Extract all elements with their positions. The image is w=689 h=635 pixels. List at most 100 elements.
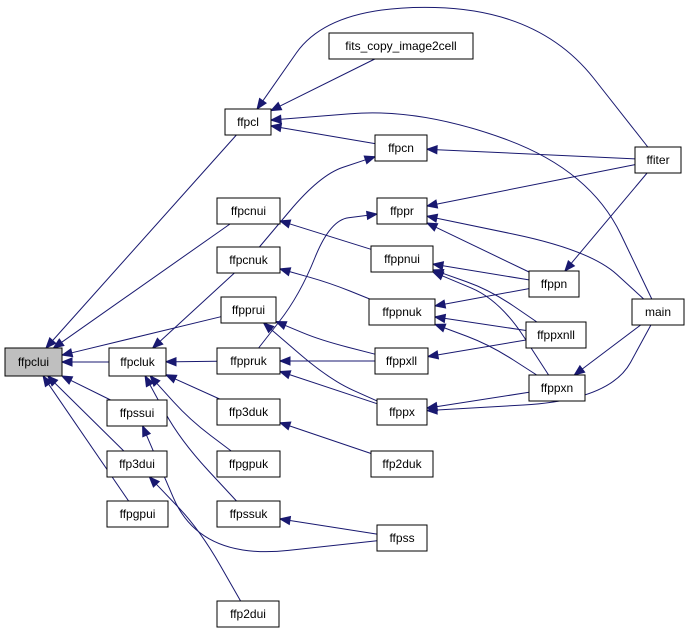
arrowhead-icon xyxy=(278,356,291,366)
edge-line xyxy=(71,316,222,354)
edge-ffppxn-to-ffppnuk xyxy=(433,323,537,376)
arrowhead-icon xyxy=(425,199,439,209)
node-box xyxy=(4,347,63,377)
node-ffpcn[interactable]: ffpcn xyxy=(374,134,428,162)
arrowhead-icon xyxy=(363,155,377,165)
edge-line xyxy=(442,272,538,323)
edge-ffppxnll-to-ffppnuk xyxy=(433,313,527,331)
arrowhead-icon xyxy=(151,337,164,349)
arrowhead-icon xyxy=(278,219,292,229)
node-box xyxy=(374,347,429,375)
edge-line xyxy=(570,172,648,264)
edge-line xyxy=(289,520,378,535)
node-box xyxy=(216,398,281,426)
edge-ffiter-to-ffpcl xyxy=(256,6,649,148)
node-ffpss[interactable]: ffpss xyxy=(376,524,428,552)
node-label: ffpcnui xyxy=(231,204,266,218)
edge-line xyxy=(155,483,242,602)
arrowhead-icon xyxy=(278,515,292,526)
edge-line xyxy=(270,329,378,402)
node-ffpgpuk[interactable]: ffpgpuk xyxy=(216,450,281,478)
node-label: main xyxy=(645,305,671,319)
node-ffp3duk[interactable]: ffp3duk xyxy=(216,398,281,426)
edge-ffp2dui-to-ffp3dui xyxy=(148,476,242,602)
node-ffpcluk[interactable]: ffpcluk xyxy=(108,347,167,377)
node-ffppx[interactable]: ffppx xyxy=(376,398,428,426)
edge-line xyxy=(258,214,368,349)
edge-ffpcl-to-ffpclui xyxy=(45,134,237,350)
node-label: ffp3dui xyxy=(119,457,155,471)
arrowhead-icon xyxy=(426,350,440,360)
edge-ffppn-to-ffppnuk xyxy=(433,288,530,309)
node-label: ffpss xyxy=(389,531,414,545)
edge-ffppn-to-ffppnui xyxy=(431,261,530,281)
node-fits_copy_image2cell[interactable]: fits_copy_image2cell xyxy=(328,32,474,60)
node-main[interactable]: main xyxy=(631,298,685,326)
edge-ffp2duk-to-ffp3duk xyxy=(278,421,372,454)
edge-line xyxy=(54,382,125,452)
node-box xyxy=(631,298,685,326)
node-label: ffpgpui xyxy=(120,507,156,521)
node-ffpcl[interactable]: ffpcl xyxy=(224,108,272,136)
node-box xyxy=(525,321,587,349)
edge-line xyxy=(442,265,530,281)
node-ffpssuk[interactable]: ffpssuk xyxy=(216,500,281,528)
arrowhead-icon xyxy=(564,259,576,273)
edge-ffppn-to-ffppr xyxy=(425,222,530,273)
node-ffp2duk[interactable]: ffp2duk xyxy=(370,450,434,478)
node-ffppr[interactable]: ffppr xyxy=(376,197,428,225)
node-ffpclui[interactable]: ffpclui xyxy=(4,347,63,377)
edge-line xyxy=(289,223,372,250)
edge-line xyxy=(70,379,111,401)
node-ffppruk[interactable]: ffppruk xyxy=(216,347,281,375)
arrowhead-icon xyxy=(148,476,161,488)
node-ffpssui[interactable]: ffpssui xyxy=(106,399,168,427)
node-ffppn[interactable]: ffppn xyxy=(528,270,580,298)
node-box xyxy=(216,450,281,478)
edge-ffppruk-to-ffpcluk xyxy=(164,356,218,367)
node-ffpcnuk[interactable]: ffpcnuk xyxy=(216,246,281,274)
arrowhead-icon xyxy=(425,405,438,415)
arrowhead-icon xyxy=(278,421,292,431)
arrowhead-icon xyxy=(45,337,57,350)
node-ffiter[interactable]: ffiter xyxy=(634,146,682,174)
arrowhead-icon xyxy=(142,424,152,438)
node-label: ffpgpuk xyxy=(229,457,269,471)
node-box xyxy=(370,450,434,478)
node-box xyxy=(376,197,428,225)
edge-line xyxy=(280,112,653,300)
edge-ffpssui-to-ffpclui xyxy=(60,375,111,401)
node-ffppxll[interactable]: ffppxll xyxy=(374,347,429,375)
edge-ffppxnll-to-ffppxll xyxy=(426,339,527,360)
edge-line xyxy=(61,223,231,343)
node-ffppnuk[interactable]: ffppnuk xyxy=(368,298,436,326)
node-ffp2dui[interactable]: ffp2dui xyxy=(216,600,280,628)
arrowhead-icon xyxy=(431,271,445,281)
node-ffpgpui[interactable]: ffpgpui xyxy=(106,500,169,528)
arrowhead-icon xyxy=(164,374,178,384)
arrowhead-icon xyxy=(60,375,74,385)
node-box xyxy=(106,450,168,478)
arrowhead-icon xyxy=(274,320,288,330)
arrowhead-icon xyxy=(425,144,438,155)
edge-ffppxll-to-ffpprui xyxy=(274,320,376,355)
node-label: ffp2dui xyxy=(230,607,266,621)
node-ffppxn[interactable]: ffppxn xyxy=(528,374,586,402)
node-ffppxnll[interactable]: ffppxnll xyxy=(525,321,587,349)
arrowhead-icon xyxy=(425,213,439,223)
edge-line xyxy=(444,317,527,331)
node-ffpprui[interactable]: ffpprui xyxy=(220,296,277,324)
node-box xyxy=(328,32,474,60)
node-ffppnui[interactable]: ffppnui xyxy=(370,245,434,273)
edge-line xyxy=(259,159,366,248)
node-label: ffppxll xyxy=(386,354,417,368)
node-ffpcnui[interactable]: ffpcnui xyxy=(216,197,281,225)
node-box xyxy=(528,270,580,298)
edge-ffiter-to-ffpcn xyxy=(425,144,636,160)
edge-ffp3duk-to-ffpcluk xyxy=(164,374,220,400)
edge-main-to-ffppxn xyxy=(573,324,642,376)
edge-line xyxy=(444,327,537,376)
node-ffp3dui[interactable]: ffp3dui xyxy=(106,450,168,478)
node-label: ffppnui xyxy=(384,252,420,266)
